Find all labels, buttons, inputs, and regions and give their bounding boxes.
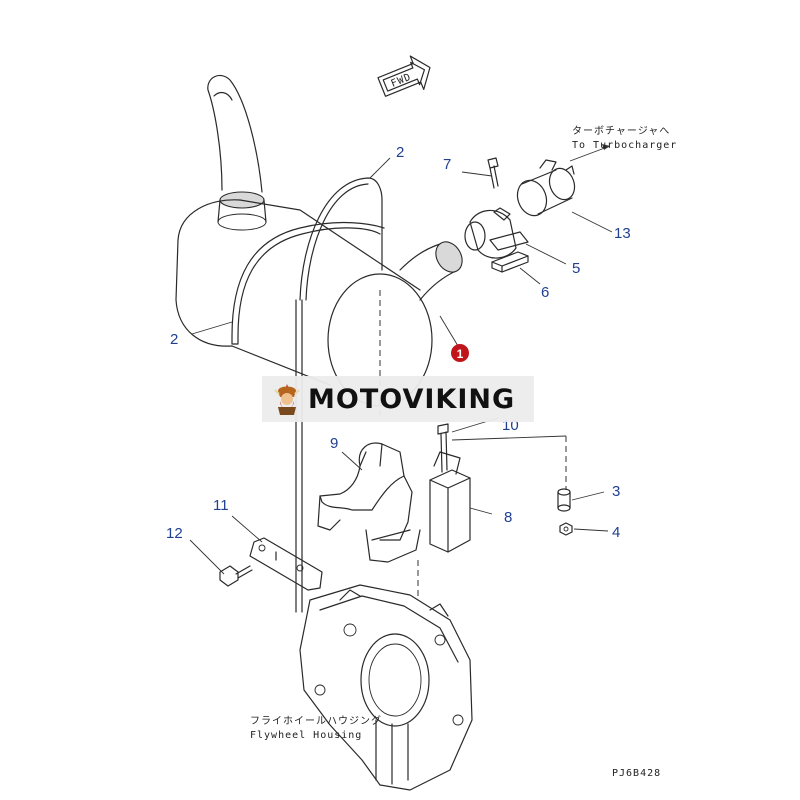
highlight-marker (451, 344, 469, 362)
callout-12: 12 (166, 525, 183, 542)
support-block (429, 451, 471, 553)
flywheel-housing-note-en: Flywheel Housing (250, 730, 362, 741)
callout-3: 3 (612, 483, 620, 500)
callout-5: 5 (572, 260, 580, 277)
callout-11: 11 (213, 497, 229, 514)
stay-bolt (219, 565, 253, 587)
turbocharger-note-en: To Turbocharger (572, 140, 677, 151)
callout-2: 2 (170, 331, 178, 348)
exhaust-tail-pipe (207, 75, 267, 231)
forward-direction-arrow: FWD (377, 55, 431, 97)
callout-7: 7 (443, 156, 451, 173)
nut (559, 522, 573, 536)
callout-9: 9 (330, 435, 338, 452)
muffler-bracket (317, 442, 421, 563)
callout-13: 13 (614, 225, 631, 242)
callout-1: 1 (457, 347, 464, 361)
flywheel-housing-note-jp: フライホイールハウジング (250, 714, 382, 727)
turbocharger-note-jp: ターボチャージャへ (572, 125, 670, 137)
callout-2: 2 (396, 144, 404, 161)
clamp-bolt (487, 157, 499, 189)
brand-watermark: MOTOVIKING (262, 376, 534, 422)
viking-mascot-logo (274, 384, 300, 415)
assembly-axis-line (451, 435, 567, 441)
collar (557, 488, 571, 512)
muffler-outlet-pipe (399, 241, 463, 301)
brand-name: MOTOVIKING (308, 383, 516, 415)
flywheel-housing (299, 584, 473, 791)
callout-8: 8 (504, 509, 512, 526)
turbo-connector-pipe (516, 159, 576, 217)
callout-6: 6 (541, 284, 549, 301)
stay-plate (249, 537, 323, 591)
spacer-block (491, 251, 529, 273)
drawing-code: PJ6B428 (612, 768, 661, 779)
mounting-bolt (437, 423, 449, 473)
pipe-clamp (464, 207, 529, 259)
callout-4: 4 (612, 524, 620, 541)
